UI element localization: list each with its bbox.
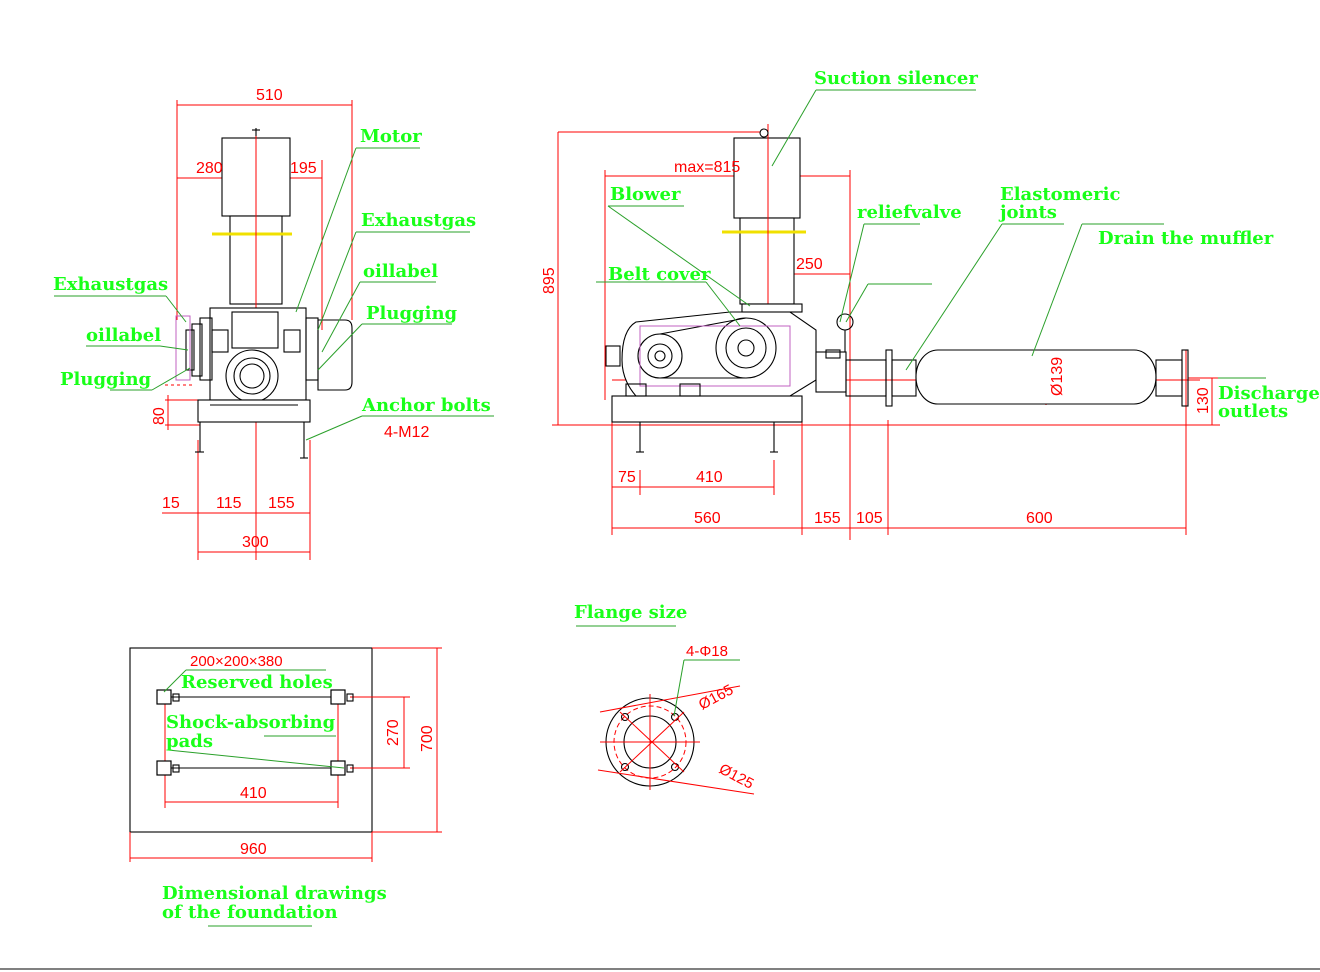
side-dimension-lines	[552, 124, 1220, 540]
dim-front-115: 115	[216, 495, 242, 512]
foundation-view	[129, 647, 442, 927]
dim-front-right: 195	[290, 160, 317, 177]
label-drain-muffler: Drain the muffler	[1098, 228, 1274, 249]
dim-front-left: 280	[196, 160, 223, 177]
dim-foundation-700: 700	[419, 725, 436, 752]
front-base-frame	[197, 399, 311, 423]
dim-side-600: 600	[1026, 510, 1053, 527]
label-reserved-holes: Reserved holes	[181, 672, 333, 693]
dim-flange-pcd: Ø125	[716, 761, 756, 793]
foundation-outline	[129, 647, 373, 833]
label-belt-cover: Belt cover	[608, 264, 711, 285]
suction-silencer-body	[733, 137, 801, 219]
reserved-hole	[156, 689, 172, 705]
label-plugging: Plugging	[366, 303, 458, 324]
dim-flange-holes: 4-Φ18	[686, 643, 728, 660]
dim-side-105: 105	[856, 510, 883, 527]
relief-valve-body	[815, 351, 847, 393]
dim-side-155: 155	[814, 510, 841, 527]
label-anchor-bolt-spec: 4-M12	[384, 424, 429, 441]
dim-front-base-height: 80	[151, 407, 168, 425]
dim-front-155: 155	[268, 495, 295, 512]
label-reserved-holes-spec: 200×200×380	[190, 653, 283, 670]
front-view	[54, 100, 494, 560]
dim-foundation-960: 960	[240, 841, 267, 858]
dim-side-560: 560	[694, 510, 721, 527]
dimension-values: 510 280 195 80 15 115 155 300 895 max=81…	[151, 87, 1212, 858]
flange-view	[576, 625, 755, 795]
label-anchor-bolts: Anchor bolts	[361, 395, 491, 416]
dim-side-max: max=815	[674, 159, 740, 176]
front-leaders	[54, 147, 494, 441]
dim-outlet-130: 130	[1195, 387, 1212, 414]
label-exhaustgas: Exhaustgas	[361, 210, 476, 231]
dim-side-250: 250	[796, 256, 823, 273]
label-oillabel: oillabel	[363, 261, 438, 282]
dim-muffler-diameter: Ø139	[1049, 357, 1066, 396]
label-foundation-title-1: Dimensional drawings	[162, 883, 387, 904]
label-flange-size: Flange size	[574, 602, 687, 623]
label-plugging-left: Plugging	[60, 369, 152, 390]
label-exhaustgas-left: Exhaustgas	[53, 274, 168, 295]
dim-front-width: 510	[256, 87, 283, 104]
dim-foundation-410: 410	[240, 785, 267, 802]
reserved-hole	[330, 760, 346, 776]
side-leaders	[596, 89, 1266, 379]
component-labels: Suction silencer Motor Exhaustgas oillab…	[53, 68, 1320, 923]
side-view	[552, 89, 1266, 540]
label-oillabel-left: oillabel	[86, 325, 161, 346]
label-discharge-outlets-2: outlets	[1218, 401, 1288, 422]
label-discharge-outlets-1: Discharge	[1218, 383, 1320, 404]
label-suction-silencer: Suction silencer	[814, 68, 978, 89]
reserved-hole	[156, 760, 172, 776]
label-motor: Motor	[360, 126, 422, 147]
label-foundation-title-2: of the foundation	[162, 902, 338, 923]
discharge-muffler	[915, 349, 1157, 405]
label-relief-valve: reliefvalve	[857, 202, 962, 223]
dim-front-15: 15	[162, 495, 180, 512]
dim-front-300: 300	[242, 534, 269, 551]
reserved-hole	[330, 689, 346, 705]
dim-side-height: 895	[541, 267, 558, 294]
label-shock-pads-2: pads	[166, 731, 213, 752]
dim-side-410: 410	[696, 469, 723, 486]
belt-cover	[621, 311, 817, 397]
side-base-frame	[611, 395, 803, 423]
label-elastomeric-joints-2: joints	[998, 202, 1057, 223]
dim-foundation-270: 270	[385, 719, 402, 746]
dim-flange-outer: Ø165	[696, 681, 736, 713]
label-shock-pads-1: Shock-absorbing	[166, 712, 336, 733]
label-blower: Blower	[610, 184, 681, 205]
label-elastomeric-joints-1: Elastomeric	[1000, 184, 1120, 205]
dim-side-75: 75	[618, 469, 636, 486]
